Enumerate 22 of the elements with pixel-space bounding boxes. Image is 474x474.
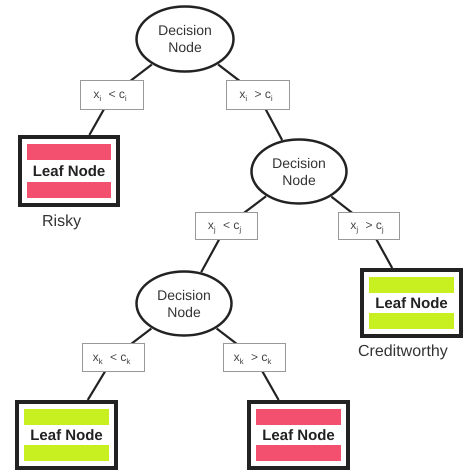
- leaf-box: [360, 268, 463, 338]
- condition-label: x$_{j}$ < c$_{j}$: [208, 218, 242, 234]
- condition-label: x$_{k}$ > c$_{k}$: [234, 350, 272, 366]
- leaf-box: [247, 400, 350, 470]
- node-label: Decision Node: [157, 22, 213, 56]
- node-label: Leaf Node: [375, 294, 448, 312]
- node-label: Leaf Node: [30, 426, 103, 444]
- node-label: Leaf Node: [262, 426, 335, 444]
- decision-ellipse: [250, 138, 348, 205]
- leaf-box: [15, 400, 118, 470]
- node-label: Decision Node: [156, 286, 212, 320]
- condition-label: x$_{k}$ < c$_{k}$: [92, 350, 132, 366]
- decision-ellipse: [135, 5, 235, 73]
- condition-label: x$_{i}$ < c$_{i}$: [93, 87, 128, 103]
- condition-label: x$_{j}$ > c$_{j}$: [350, 218, 385, 234]
- node-label: Leaf Node: [32, 162, 106, 180]
- decision-ellipse: [135, 270, 233, 337]
- node-label: Decision Node: [271, 154, 327, 188]
- leaf-box: [18, 135, 120, 207]
- outcome-label: Risky: [42, 213, 82, 231]
- condition-label: x$_{i}$ > c$_{i}$: [239, 87, 274, 103]
- outcome-label: Creditworthy: [358, 343, 448, 361]
